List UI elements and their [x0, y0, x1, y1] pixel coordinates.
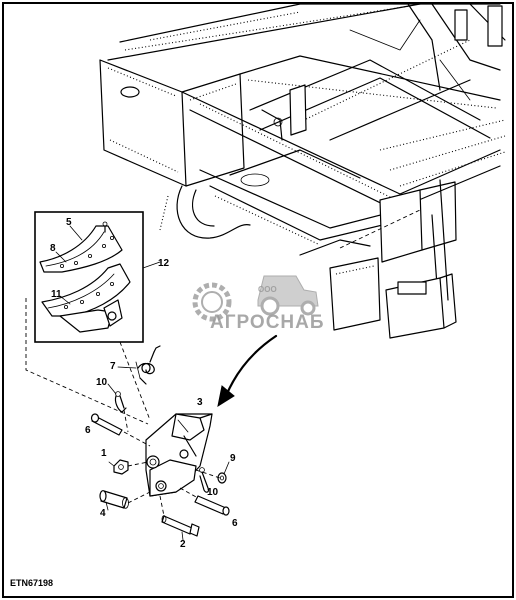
watermark-brand: АГРОСНАБ — [210, 312, 325, 333]
watermark-prefix: ООО — [258, 285, 277, 294]
inset-detail-box — [34, 211, 161, 343]
bracket-3 — [145, 413, 213, 497]
install-location-arrow — [217, 334, 278, 408]
callout-4: 4 — [100, 508, 106, 519]
spring-7 — [135, 345, 161, 385]
callout-6-upper: 6 — [85, 425, 91, 436]
cotter-pin-10-lower — [199, 467, 210, 493]
callout-1: 1 — [101, 448, 107, 459]
callout-10-upper: 10 — [96, 377, 108, 388]
pin-6-upper — [90, 413, 123, 436]
machine-frame — [99, 3, 506, 339]
callout-8: 8 — [50, 243, 56, 254]
callout-10-lower: 10 — [207, 487, 219, 498]
tractor-logo-icon — [257, 275, 319, 316]
callout-12: 12 — [158, 258, 170, 269]
gear-logo-icon — [192, 282, 232, 322]
callout-9: 9 — [230, 453, 236, 464]
mount-guide-line — [339, 209, 421, 249]
callout-7: 7 — [110, 361, 116, 372]
pin-6-lower — [194, 495, 230, 516]
washer-9 — [217, 472, 227, 484]
callout-11: 11 — [51, 289, 62, 300]
figure-code: ETN67198 — [10, 578, 53, 588]
nut-1 — [113, 459, 129, 475]
cotter-pin-10-upper — [114, 391, 127, 413]
watermark: ООО АГРОСНАБ — [192, 275, 325, 333]
callout-3: 3 — [197, 397, 203, 408]
wear-strip-8 — [39, 225, 123, 273]
callout-6-lower: 6 — [232, 518, 238, 529]
callout-labels: 5 8 11 12 7 10 3 6 1 9 10 4 6 2 — [50, 217, 238, 550]
bushing-4 — [99, 490, 129, 509]
callout-2: 2 — [180, 539, 186, 550]
inset-projection-left — [25, 298, 149, 425]
callout-5: 5 — [66, 217, 72, 228]
bolt-2 — [161, 515, 200, 537]
